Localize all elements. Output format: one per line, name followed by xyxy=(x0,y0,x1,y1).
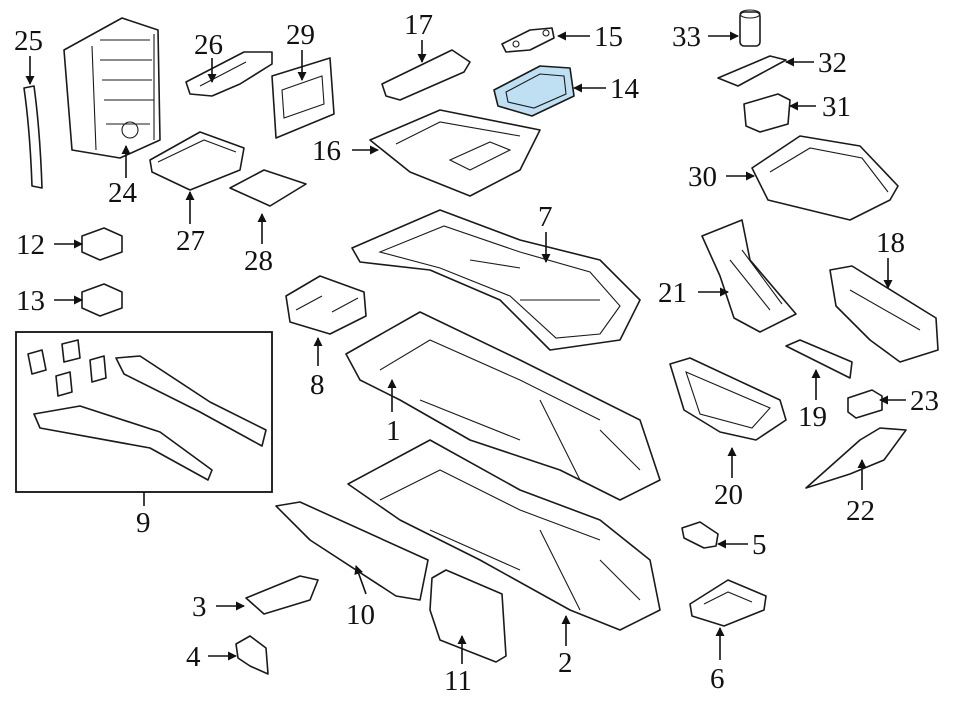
part-33-knob xyxy=(739,9,761,47)
part-10-side-trim xyxy=(275,501,429,601)
callout-5: 5 xyxy=(752,529,767,561)
callout-13: 13 xyxy=(16,285,45,317)
part-5-pin xyxy=(681,521,719,549)
callout-31: 31 xyxy=(822,91,851,123)
callout-12: 12 xyxy=(16,229,45,261)
callout-30: 30 xyxy=(688,161,717,193)
callout-27: 27 xyxy=(176,225,205,257)
part-29-panel xyxy=(271,57,335,139)
part-16-upper-trim xyxy=(369,109,541,197)
part-20-storage-bin xyxy=(669,357,787,441)
callout-29: 29 xyxy=(286,19,315,51)
callout-16: 16 xyxy=(312,135,341,167)
callout-3: 3 xyxy=(192,591,207,623)
callout-25: 25 xyxy=(14,25,43,57)
callout-19: 19 xyxy=(798,401,827,433)
callout-1: 1 xyxy=(386,415,401,447)
part-22-trim xyxy=(805,427,907,489)
part-24-front-bezel xyxy=(63,17,161,159)
part-11-side-panel xyxy=(429,569,507,663)
part-12-clip xyxy=(81,227,123,261)
part-25-trim-strip xyxy=(23,85,43,189)
part-32-switch-trim xyxy=(717,55,787,87)
part-30-armrest-lid xyxy=(751,135,899,221)
part-19-strip xyxy=(785,339,853,379)
part-7-console-frame xyxy=(351,209,641,351)
part-2-console-lower xyxy=(347,439,661,631)
callout-11: 11 xyxy=(444,665,472,697)
part-1-console-body xyxy=(345,311,661,501)
callout-26: 26 xyxy=(194,29,223,61)
callout-33: 33 xyxy=(672,21,701,53)
callout-9: 9 xyxy=(136,507,151,539)
callout-18: 18 xyxy=(876,227,905,259)
part-13-clip xyxy=(81,283,123,317)
callout-24: 24 xyxy=(108,177,138,209)
callout-23: 23 xyxy=(910,385,939,417)
part-4-clip xyxy=(235,635,269,675)
part-6-bracket xyxy=(689,579,767,627)
callout-21: 21 xyxy=(658,277,687,309)
callout-10: 10 xyxy=(346,599,375,631)
callout-20: 20 xyxy=(714,479,743,511)
callout-8: 8 xyxy=(310,369,325,401)
part-28-pad xyxy=(229,169,307,207)
callout-15: 15 xyxy=(594,21,623,53)
part-27-tray xyxy=(149,131,245,191)
callout-7: 7 xyxy=(538,201,553,233)
callout-6: 6 xyxy=(710,663,725,695)
callout-4: 4 xyxy=(186,641,201,673)
part-3-bracket xyxy=(245,575,319,615)
callout-32: 32 xyxy=(818,47,847,79)
callout-28: 28 xyxy=(244,245,273,277)
part-21-liner xyxy=(701,219,797,333)
part-17-lid xyxy=(381,49,471,101)
part-18-side-panel xyxy=(829,265,939,363)
callout-17: 17 xyxy=(404,9,433,41)
leaders xyxy=(25,31,906,664)
callout-14: 14 xyxy=(610,73,640,105)
part-8-vent xyxy=(285,275,367,335)
callout-2: 2 xyxy=(558,647,573,679)
part-23-block xyxy=(847,389,883,419)
part-14-insert-highlighted xyxy=(493,65,575,117)
part-15-bracket xyxy=(501,27,555,53)
part-31-switch-block xyxy=(743,93,791,133)
callout-22: 22 xyxy=(846,495,875,527)
part-9-kit-contents xyxy=(27,339,267,481)
